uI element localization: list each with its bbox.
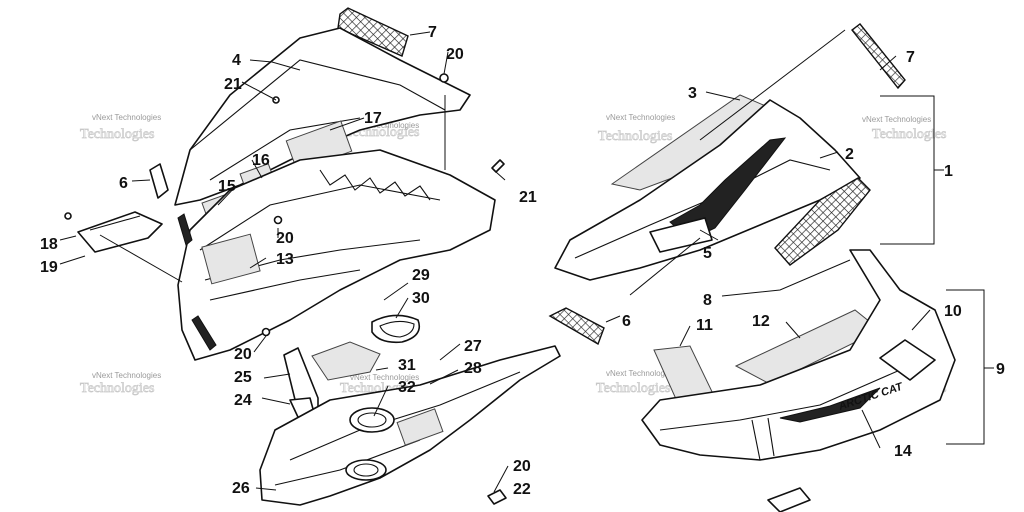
watermark: vNext Technologies: [350, 373, 419, 382]
callout-10: 10: [944, 303, 962, 320]
watermark-big: Technologies: [80, 381, 154, 396]
watermark: vNext Technologies: [350, 121, 419, 130]
callout-19: 19: [40, 259, 58, 276]
callout-6: 6: [119, 175, 128, 192]
belly-pan-assembly: [259, 314, 811, 512]
right-side-panel-assembly: [548, 23, 906, 346]
callout-25: 25: [234, 369, 252, 386]
callout-2: 2: [845, 146, 854, 163]
lower-side-panel-10: [641, 249, 956, 461]
watermark: vNext Technologies: [606, 369, 675, 378]
vent-mesh-6-right: [548, 307, 605, 346]
callout-14: 14: [894, 443, 912, 460]
callout-20: 20: [276, 230, 294, 247]
callout-15: 15: [218, 178, 236, 195]
callout-9: 9: [996, 361, 1005, 378]
callout-17: 17: [364, 110, 382, 127]
callout-22: 22: [513, 481, 531, 498]
callout-24: 24: [234, 392, 252, 409]
belly-decal-28: [396, 408, 444, 446]
watermark-big: Technologies: [872, 127, 946, 142]
callouts: 7 20 4 21 17 16 15 6 21 20 18 13 19 29 3…: [40, 24, 1005, 498]
side-vent: [879, 339, 936, 381]
panel-31: [311, 341, 381, 381]
vent-mesh-2: [774, 177, 871, 266]
callout-8: 8: [703, 292, 712, 309]
callout-7: 7: [428, 24, 437, 41]
fastener-20: [261, 327, 271, 337]
callout-12: 12: [752, 313, 770, 330]
side-vent-strip: [191, 315, 217, 351]
watermark: vNext Technologies: [862, 115, 931, 124]
callout-6: 6: [622, 313, 631, 330]
bracket-bottom: [767, 487, 811, 512]
watermark: vNext Technologies: [92, 371, 161, 380]
vent-mesh-7-right: [851, 23, 906, 90]
callout-1: 1: [944, 163, 953, 180]
callout-21: 21: [519, 189, 537, 206]
lower-hood-body: [177, 149, 496, 361]
callout-28: 28: [464, 360, 482, 377]
callout-30: 30: [412, 290, 430, 307]
bolt-18: [64, 212, 72, 220]
callout-21: 21: [224, 76, 242, 93]
callout-20: 20: [513, 458, 531, 475]
callout-7: 7: [906, 49, 915, 66]
grommet: [345, 459, 387, 481]
leader-lines: [59, 29, 994, 493]
bracket-part-19: [77, 211, 163, 253]
watermark-big: Technologies: [596, 381, 670, 396]
upper-side-panel-1: [554, 99, 861, 281]
callout-16: 16: [252, 152, 270, 169]
callout-3: 3: [688, 85, 697, 102]
fastener-20: [487, 489, 507, 505]
callout-18: 18: [40, 236, 58, 253]
fastener-20: [273, 215, 283, 225]
fastener-20: [439, 73, 449, 83]
lower-side-panel-assembly: ARCTIC CAT: [641, 249, 956, 461]
watermark: vNext Technologies: [92, 113, 161, 122]
watermark-big: Technologies: [80, 127, 154, 142]
callout-32: 32: [398, 379, 416, 396]
callout-26: 26: [232, 480, 250, 497]
left-hood-assembly: [64, 7, 505, 361]
callout-31: 31: [398, 357, 416, 374]
callout-27: 27: [464, 338, 482, 355]
callout-20: 20: [234, 346, 252, 363]
callout-5: 5: [703, 245, 712, 262]
watermark-big: Technologies: [598, 129, 672, 144]
callout-11: 11: [696, 317, 713, 334]
side-vent-strip: [177, 213, 193, 246]
watermark: vNext Technologies: [606, 113, 675, 122]
callout-20: 20: [446, 46, 464, 63]
watermarks: Technologies vNext Technologies Technolo…: [80, 113, 947, 396]
grommet-32: [349, 407, 395, 433]
windshield-window: [201, 233, 261, 285]
callout-13: 13: [276, 251, 294, 268]
vent-part-6-left: [149, 163, 169, 199]
callout-29: 29: [412, 267, 430, 284]
vent-mesh-top-left: [337, 7, 409, 57]
ring-30: [371, 314, 421, 344]
bolt-21: [491, 159, 505, 173]
side-ridge: [649, 217, 713, 253]
stripe-decal-14: [779, 387, 881, 423]
callout-4: 4: [232, 52, 241, 69]
